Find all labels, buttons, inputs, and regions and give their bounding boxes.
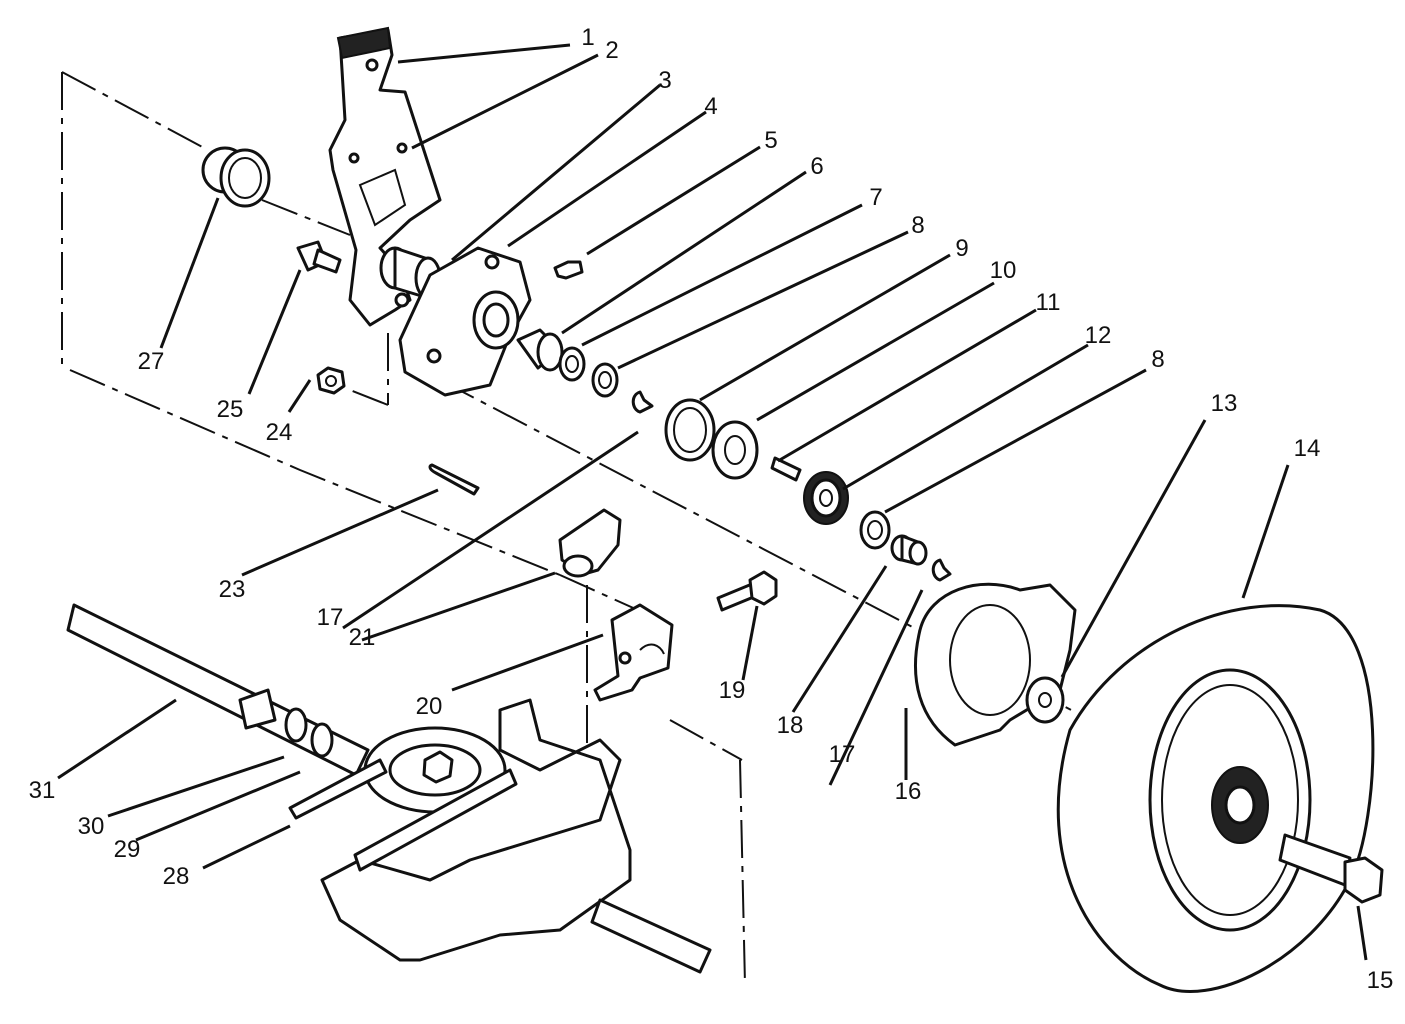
callout-30: 30 — [78, 813, 105, 840]
callout-20: 20 — [416, 693, 443, 720]
callout-1: 1 — [581, 24, 594, 51]
bearing-housing-4 — [398, 246, 532, 397]
callout-31: 31 — [29, 777, 56, 804]
callout-11: 11 — [1036, 289, 1061, 316]
washer-7 — [558, 346, 586, 382]
callout-14: 14 — [1294, 435, 1321, 462]
handle-bracket — [328, 26, 442, 327]
bracket-20 — [593, 603, 674, 702]
callout-6: 6 — [810, 153, 823, 180]
callout-28: 28 — [163, 863, 190, 890]
callout-18: 18 — [777, 712, 804, 739]
leader-lines — [57, 43, 1368, 961]
callout-27: 27 — [138, 348, 165, 375]
callout-17-right: 17 — [829, 741, 856, 768]
wheel-14 — [1056, 604, 1375, 993]
callout-21: 21 — [349, 624, 376, 651]
callout-9: 9 — [955, 235, 968, 262]
callout-19: 19 — [719, 677, 746, 704]
callout-12: 12 — [1085, 322, 1112, 349]
washer-8a — [591, 362, 619, 398]
callout-10: 10 — [990, 257, 1017, 284]
callout-15: 15 — [1367, 967, 1394, 994]
axle-bolt-15 — [1278, 833, 1384, 904]
callout-4: 4 — [704, 93, 717, 120]
gearbox — [288, 698, 712, 974]
key-11 — [770, 456, 802, 482]
callout-24: 24 — [266, 419, 293, 446]
callout-13: 13 — [1211, 390, 1238, 417]
washer-8b — [859, 510, 891, 550]
callout-17-left: 17 — [317, 604, 344, 631]
knob-21 — [558, 508, 622, 578]
nut-24 — [316, 366, 346, 395]
cotter-pin-23 — [428, 463, 480, 496]
bearing-10 — [711, 420, 759, 480]
grease-fitting-5 — [553, 260, 584, 280]
clip-17a — [631, 390, 654, 414]
callout-3: 3 — [658, 67, 671, 94]
pinion-gear-12 — [803, 471, 849, 525]
callout-2: 2 — [605, 37, 618, 64]
callout-8-upper: 8 — [911, 212, 924, 239]
bushing-18 — [890, 534, 928, 566]
callout-8-lower: 8 — [1151, 346, 1164, 373]
bolt-25 — [296, 240, 342, 274]
alignment-lines — [61, 71, 1076, 986]
callout-numbers: 1 2 3 4 5 6 7 8 9 10 11 12 8 13 14 15 16… — [29, 24, 1394, 994]
ring-9 — [664, 398, 716, 462]
sleeve-6 — [516, 328, 564, 372]
callout-7: 7 — [869, 184, 882, 211]
bushing-27 — [201, 146, 271, 208]
drive-shaft-31 — [66, 603, 370, 777]
callout-23: 23 — [219, 576, 246, 603]
washer-13 — [1025, 676, 1065, 724]
callout-5: 5 — [764, 127, 777, 154]
bolt-19 — [716, 570, 778, 612]
clip-17b — [931, 558, 952, 582]
callout-29: 29 — [114, 836, 141, 863]
callout-25: 25 — [217, 396, 244, 423]
callout-16: 16 — [895, 778, 922, 805]
